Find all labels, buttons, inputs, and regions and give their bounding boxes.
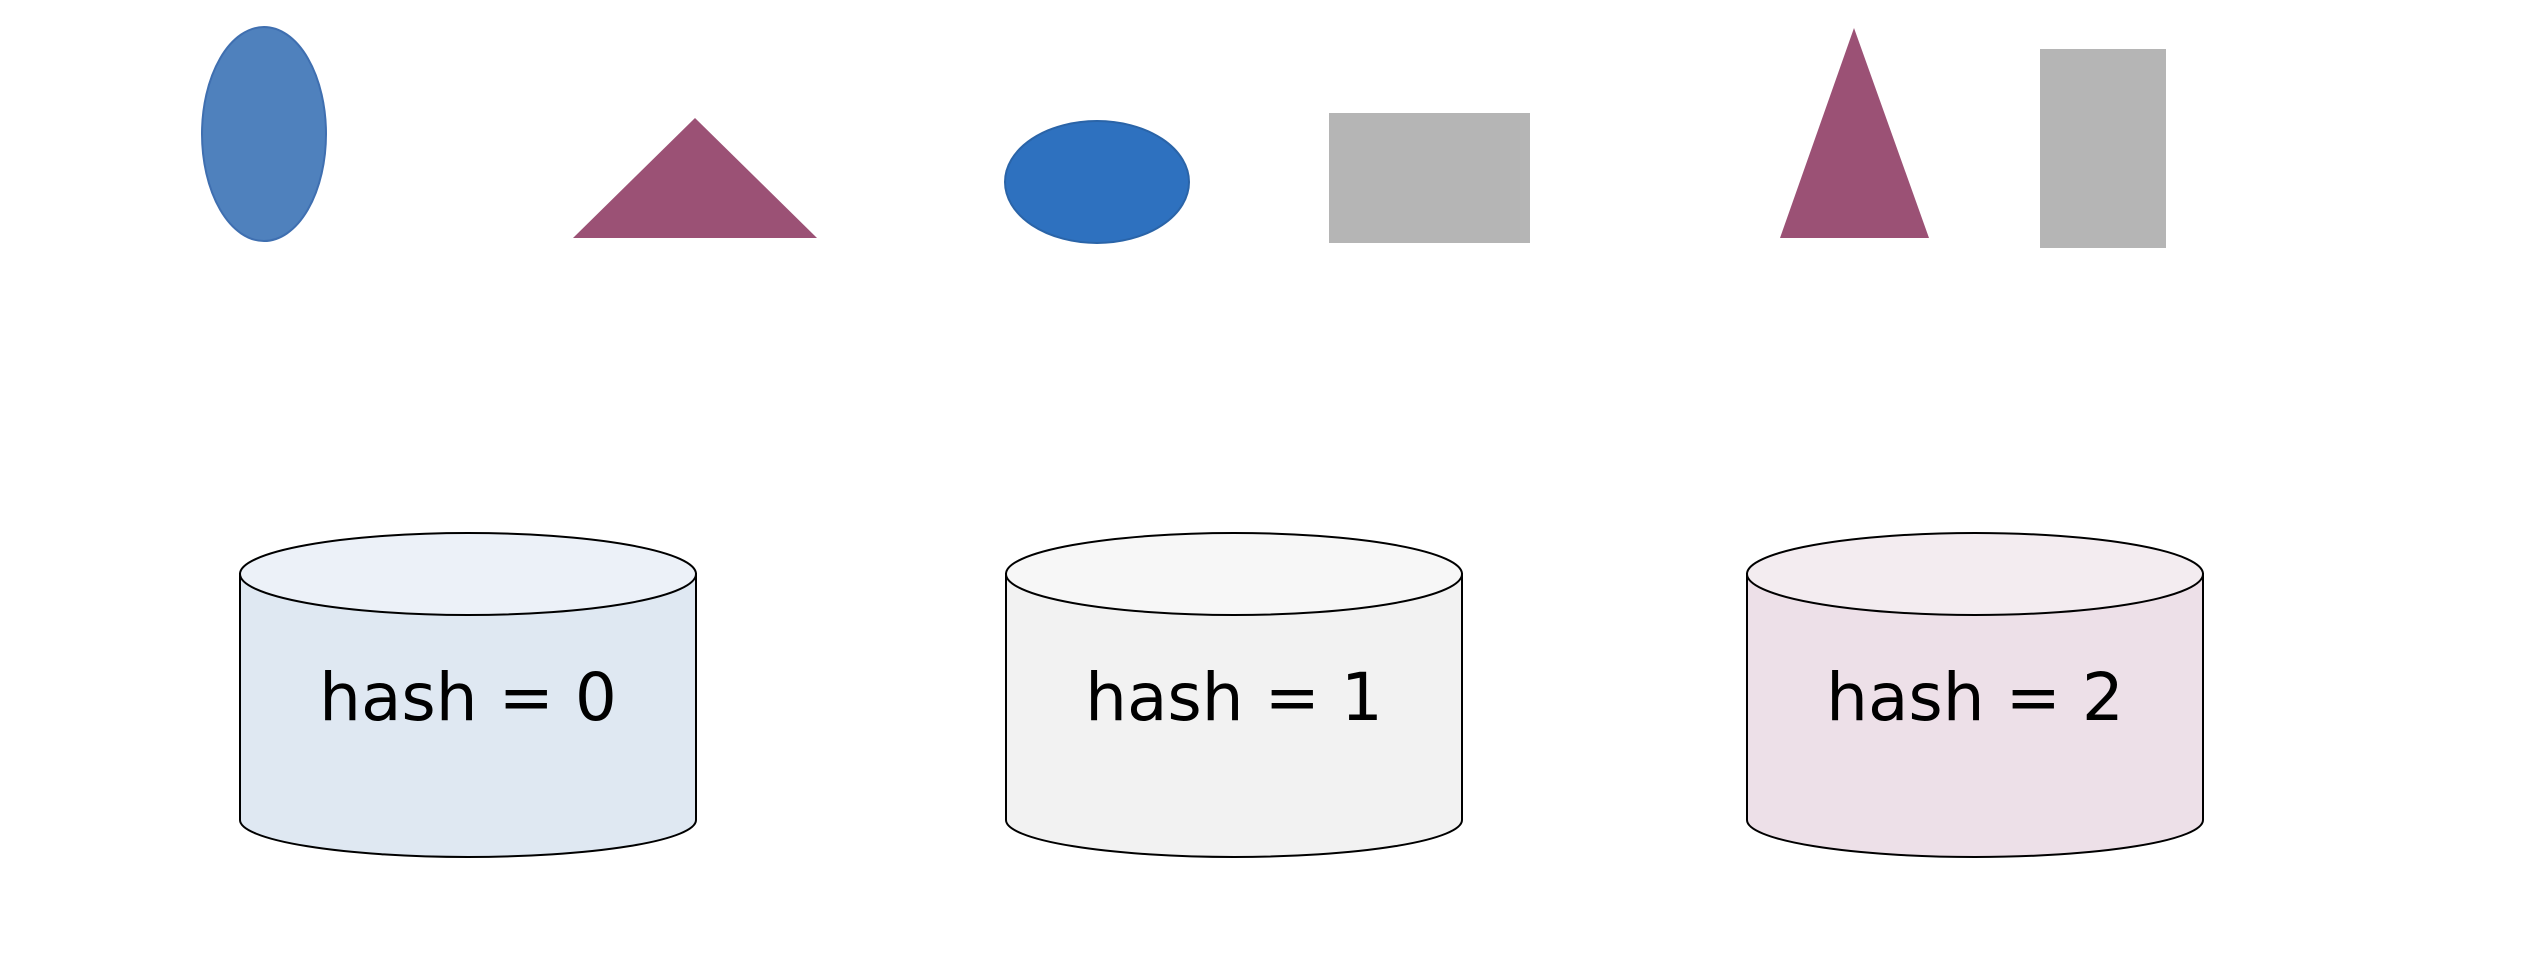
- purple-triangle-shape: [1780, 28, 1929, 238]
- items-row: [201, 26, 2166, 248]
- bucket-body: [1005, 573, 1463, 858]
- gray-rectangle-shape: [2040, 49, 2166, 248]
- purple-triangle-shape: [573, 118, 817, 238]
- bucket-label: hash = 1: [1085, 659, 1383, 736]
- bucket-label: hash = 0: [319, 659, 617, 736]
- bucket-top: [1005, 532, 1463, 616]
- blue-ellipse-shape: [201, 26, 327, 242]
- bucket-body: [1746, 573, 2204, 858]
- bucket-top: [1746, 532, 2204, 616]
- gray-rectangle-shape: [1329, 113, 1530, 243]
- bucket-label: hash = 2: [1826, 659, 2124, 736]
- bucket-2: hash = 2: [1746, 532, 2204, 858]
- bucket-0: hash = 0: [239, 532, 697, 858]
- bucket-top: [239, 532, 697, 616]
- bucket-1: hash = 1: [1005, 532, 1463, 858]
- blue-ellipse-shape: [1004, 120, 1190, 244]
- bucket-body: [239, 573, 697, 858]
